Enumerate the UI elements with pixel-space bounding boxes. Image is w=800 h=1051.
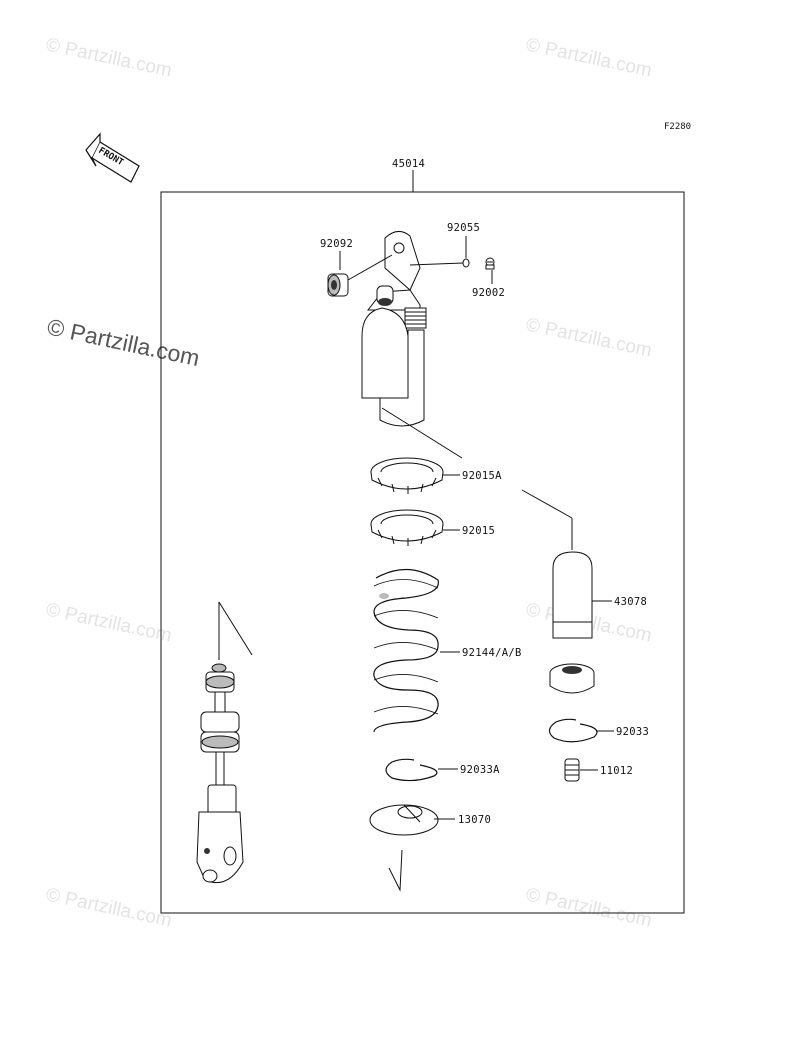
callout-92055: 92055 (447, 222, 480, 234)
figure-id: F2280 (664, 122, 691, 132)
callout-45014: 45014 (392, 158, 425, 170)
callout-92002: 92002 (472, 287, 505, 299)
watermark: © Partzilla.com (44, 599, 174, 646)
watermark: © Partzilla.com (524, 884, 654, 931)
watermark: © Partzilla.com (44, 34, 174, 81)
callout-13070: 13070 (458, 814, 491, 826)
part-92015a-locknut: 92015A (370, 457, 502, 494)
part-92015-locknut: 92015 (370, 509, 495, 546)
part-92033a-circlip: 92033A (385, 758, 500, 782)
watermark: © Partzilla.com (524, 314, 654, 361)
callout-92015: 92015 (462, 525, 495, 537)
part-92033-circlip: 92033 (548, 718, 649, 743)
callout-11012: 11012 (600, 765, 633, 777)
watermark: © Partzilla.com (44, 884, 174, 931)
callout-92144: 92144/A/B (462, 647, 522, 659)
callout-92033: 92033 (616, 726, 649, 738)
part-92002-bolt: 92002 (472, 257, 505, 299)
leader-line (388, 849, 403, 892)
part-bump-stop (549, 663, 595, 694)
part-92144-spring: 92144/A/B (373, 568, 522, 733)
part-13070-spring-seat: 13070 (369, 804, 491, 836)
part-43078-cap: 43078 (521, 489, 647, 639)
part-11012-cap: 11012 (564, 758, 633, 782)
part-92092-collar: 92092 (320, 238, 393, 297)
part-92055-o-ring: 92055 (409, 222, 480, 268)
assembly-bracket: 45014 (160, 158, 685, 914)
callout-92092: 92092 (320, 238, 353, 250)
damper-rod-assembly (196, 601, 253, 884)
callout-92033a: 92033A (460, 764, 500, 776)
callout-92015a: 92015A (462, 470, 502, 482)
callout-43078: 43078 (614, 596, 647, 608)
front-arrow-icon: FRONT (85, 132, 140, 183)
shock-reservoir-body (361, 231, 427, 427)
leader-line (381, 407, 463, 459)
watermark-prominent: © Partzilla.com (45, 313, 202, 371)
watermark: © Partzilla.com (524, 34, 654, 81)
